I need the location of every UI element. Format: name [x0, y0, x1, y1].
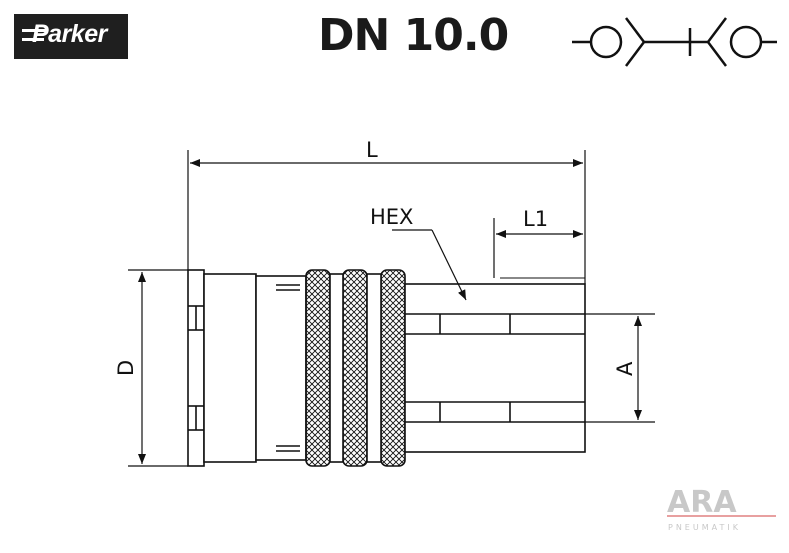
dimension-a — [585, 313, 655, 423]
dimension-l1-label: L1 — [523, 207, 548, 231]
dimension-l-label: L — [366, 138, 378, 162]
page-title: DN 10.0 — [318, 10, 509, 61]
watermark-subtitle: PNEUMATIK — [668, 523, 741, 532]
coupling-body — [187, 269, 307, 467]
parker-logo: Parker — [14, 14, 128, 59]
quick-coupling-symbol-icon — [572, 17, 777, 67]
hex-body — [404, 277, 586, 453]
logo-dash — [22, 29, 48, 32]
dimension-l1 — [493, 218, 583, 278]
logo-text: Parker — [32, 20, 107, 48]
dimension-a-label: A — [613, 361, 637, 376]
dimension-d — [128, 269, 188, 467]
knurled-ring — [342, 269, 368, 467]
logo-dash — [22, 38, 44, 41]
hex-leader — [392, 229, 467, 301]
knurled-ring — [380, 269, 406, 467]
hex-label: HEX — [370, 205, 413, 229]
ring-gaps — [329, 273, 382, 463]
dimension-l — [187, 150, 586, 284]
knurled-ring — [305, 269, 331, 467]
ara-watermark: ARA PNEUMATIK — [667, 485, 776, 532]
dimension-d-label: D — [114, 360, 138, 376]
watermark-brand: ARA — [667, 485, 737, 520]
